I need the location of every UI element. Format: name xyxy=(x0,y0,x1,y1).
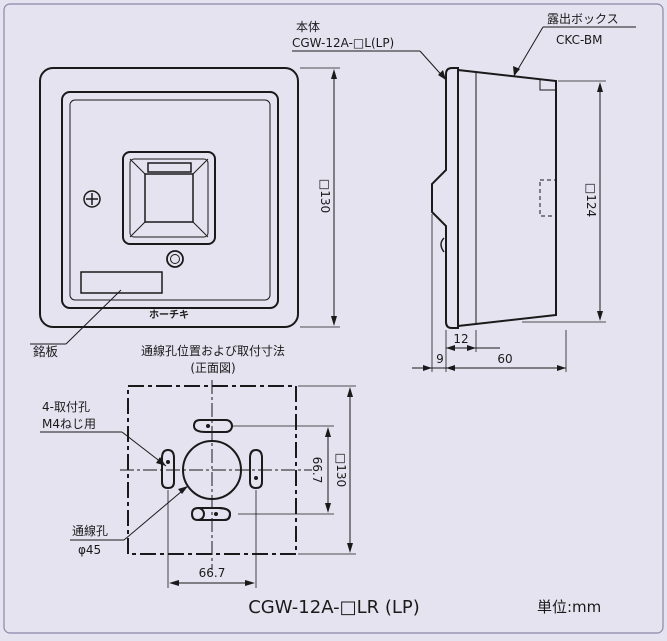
display-diag-tr xyxy=(192,158,209,175)
display-top-slot xyxy=(147,162,192,173)
display-diag-br xyxy=(192,221,209,238)
lamp-icon xyxy=(166,250,184,268)
front-outer-panel xyxy=(39,67,299,328)
box-model: CKC-BM xyxy=(556,33,602,47)
hole-view-subtitle: (正面図) xyxy=(190,361,235,375)
box-label: 露出ボックス xyxy=(547,12,619,26)
wire-hole-leader xyxy=(123,485,189,541)
front-height-dim: □130 xyxy=(318,179,332,213)
dim-667-h: 66.7 xyxy=(199,566,226,580)
side-body xyxy=(431,67,459,329)
display-diag-tl xyxy=(129,158,146,175)
display-diag-bl xyxy=(129,221,146,238)
mount-slot-top xyxy=(192,419,233,433)
brand-label: ホーチキ xyxy=(149,309,189,321)
unit-label: 単位:mm xyxy=(537,598,601,616)
wire-hole-dia: φ45 xyxy=(78,543,101,557)
front-inner-panel xyxy=(61,91,279,309)
wire-hole-label: 通線孔 xyxy=(72,523,108,538)
body-label: 本体 xyxy=(296,20,320,34)
knockout-hidden-line xyxy=(539,179,557,217)
screw-icon xyxy=(83,190,101,208)
dim-130-v: □130 xyxy=(334,453,348,487)
mount-slot-right xyxy=(249,448,263,490)
body-model: CGW-12A-□L(LP) xyxy=(292,36,394,50)
display-frame xyxy=(122,151,216,245)
box-leader xyxy=(513,26,544,77)
mount-slot-left xyxy=(161,448,175,490)
display-inner xyxy=(129,158,209,238)
model-title: CGW-12A-□LR (LP) xyxy=(248,597,420,618)
nameplate-label: 銘板 xyxy=(33,344,59,359)
wire-hole xyxy=(182,440,242,500)
hole-view-title: 通線孔位置および取付寸法 xyxy=(141,343,285,358)
nameplate xyxy=(80,271,163,294)
mount-hole-label: 4-取付孔 xyxy=(42,400,90,414)
dim-667-v: 66.7 xyxy=(310,457,324,484)
dim-9: 9 xyxy=(436,352,444,366)
nameplate-leader xyxy=(65,289,122,345)
front-inner-inset xyxy=(69,99,271,301)
page-frame xyxy=(3,3,664,634)
front-view: ホーチキ 銘板 □130 xyxy=(30,67,340,359)
hole-view: 通線孔位置および取付寸法 (正面図) 4-取付孔 M4ねじ用 xyxy=(40,343,356,588)
dim-12: 12 xyxy=(453,332,468,346)
side-box xyxy=(457,68,557,328)
mount-slot-bottom xyxy=(190,507,232,521)
mount-screw-label: M4ねじ用 xyxy=(42,417,96,431)
dim-60: 60 xyxy=(497,352,512,366)
side-view: 本体 CGW-12A-□L(LP) 露出ボックス CKC-BM □124 xyxy=(292,12,636,372)
display-center-square xyxy=(144,173,194,223)
side-height-dim: □124 xyxy=(584,183,598,217)
